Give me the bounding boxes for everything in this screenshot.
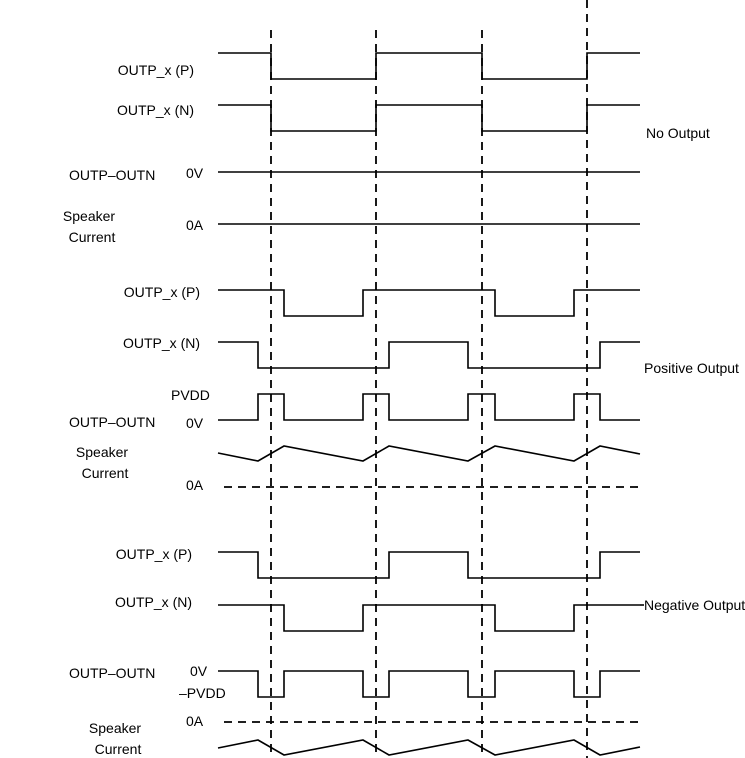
positive-output-diff-zero-label: 0V — [186, 415, 204, 431]
positive-output-diff-high-label: PVDD — [171, 387, 210, 403]
negative-output-n-waveform — [218, 604, 640, 632]
no-output-p-label: OUTP_x (P) — [118, 62, 194, 78]
positive-output-current-label-line1: Speaker — [76, 444, 128, 460]
section-negative-output: OUTP_x (P) OUTP_x (N) OUTP–OUTN 0V –PVDD… — [69, 546, 745, 757]
no-output-n-waveform — [218, 104, 640, 132]
negative-output-n-label: OUTP_x (N) — [115, 594, 192, 610]
no-output-current-label-line2: Current — [69, 229, 116, 245]
negative-output-diff-label: OUTP–OUTN — [69, 665, 155, 681]
positive-output-current-zero-label: 0A — [186, 477, 204, 493]
negative-output-mode-label: Negative Output — [644, 597, 745, 613]
positive-output-p-label: OUTP_x (P) — [124, 284, 200, 300]
negative-output-current-label-line1: Speaker — [89, 720, 141, 736]
negative-output-current-waveform — [217, 739, 641, 756]
positive-output-p-waveform — [218, 289, 640, 317]
positive-output-n-waveform — [218, 341, 640, 369]
no-output-diff-zero-label: 0V — [186, 165, 204, 181]
positive-output-current-label-line2: Current — [82, 465, 129, 481]
negative-output-current-label-line2: Current — [95, 741, 142, 757]
negative-output-diff-zero-label: 0V — [190, 663, 208, 679]
negative-output-current-zero-label: 0A — [186, 713, 204, 729]
positive-output-diff-label: OUTP–OUTN — [69, 414, 155, 430]
positive-output-current-waveform — [217, 445, 641, 462]
no-output-n-label: OUTP_x (N) — [117, 102, 194, 118]
section-positive-output: OUTP_x (P) OUTP_x (N) PVDD OUTP–OUTN 0V … — [69, 284, 739, 493]
positive-output-diff-waveform — [218, 393, 640, 421]
positive-output-n-label: OUTP_x (N) — [123, 335, 200, 351]
no-output-current-label-line1: Speaker — [63, 208, 115, 224]
no-output-diff-label: OUTP–OUTN — [69, 167, 155, 183]
clock-markers — [270, 0, 588, 758]
no-output-mode-label: No Output — [646, 125, 710, 141]
negative-output-p-label: OUTP_x (P) — [116, 546, 192, 562]
no-output-current-zero-label: 0A — [186, 217, 204, 233]
negative-output-diff-low-label: –PVDD — [179, 685, 226, 701]
section-no-output: OUTP_x (P) OUTP_x (N) OUTP–OUTN 0V Speak… — [63, 52, 710, 245]
negative-output-diff-waveform — [218, 670, 640, 698]
no-output-p-waveform — [218, 52, 640, 80]
positive-output-mode-label: Positive Output — [644, 360, 739, 376]
negative-output-p-waveform — [218, 551, 640, 579]
